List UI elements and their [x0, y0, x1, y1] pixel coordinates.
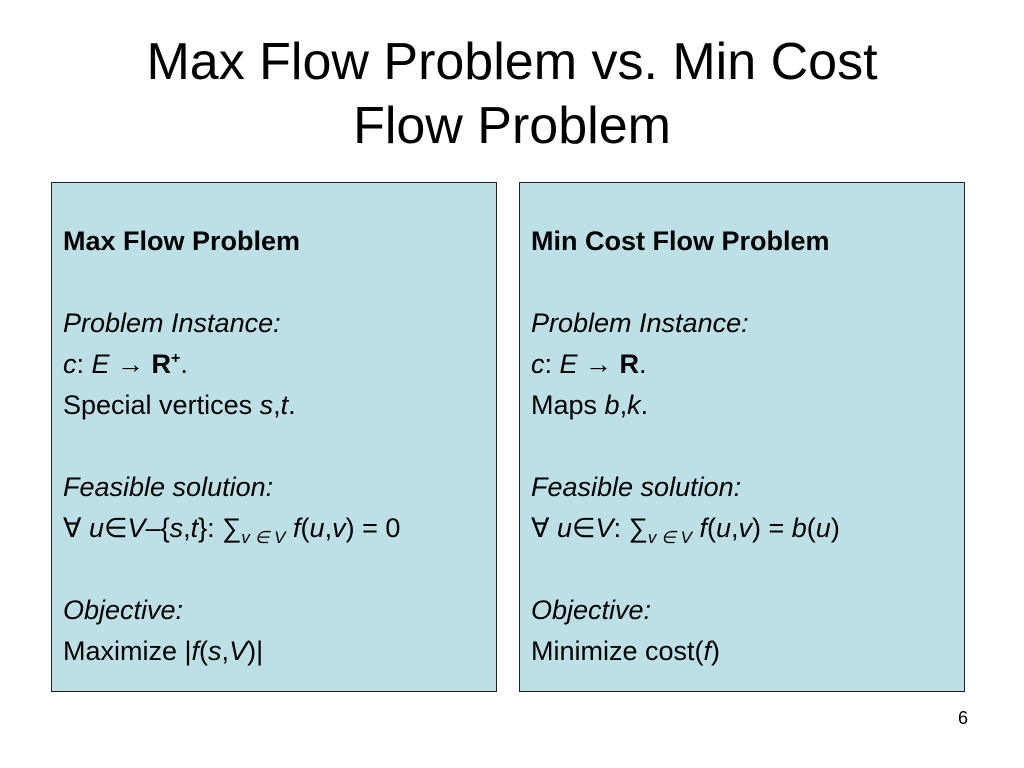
equation-rhs: ) = 0: [345, 513, 401, 543]
text-period: .: [640, 390, 649, 420]
set-minus: –{: [145, 513, 170, 543]
min-cost-heading: Min Cost Flow Problem: [531, 226, 830, 256]
min-cost-instance-label: Problem Instance:: [531, 308, 749, 338]
var-t: t: [190, 513, 199, 543]
set-close: }:: [198, 513, 223, 543]
paren-open: (: [806, 513, 816, 543]
var-v: v: [332, 513, 346, 543]
text-comma: ,: [324, 513, 333, 543]
element-of-symbol: ∈: [104, 513, 128, 543]
max-flow-objective-label: Objective:: [63, 595, 184, 625]
var-b: b: [791, 513, 807, 543]
min-cost-objective: Minimize cost(f): [531, 631, 964, 672]
max-flow-panel: Max Flow Problem Problem Instance: c: E …: [51, 182, 497, 692]
sum-subscript: v ∈ V: [241, 528, 286, 547]
max-flow-special-vertices: Special vertices s,t.: [63, 385, 496, 426]
var-f: f: [699, 513, 707, 543]
var-k: k: [627, 390, 641, 420]
spacer: [63, 262, 496, 303]
var-u: u: [88, 513, 105, 543]
text-period: .: [288, 390, 296, 420]
var-f: f: [191, 636, 200, 666]
spacer: [63, 426, 496, 467]
var-u: u: [815, 513, 831, 543]
min-cost-feasible-label: Feasible solution:: [531, 472, 742, 502]
var-E: E: [91, 349, 110, 379]
paren-open: (: [706, 513, 716, 543]
text-colon: :: [613, 513, 629, 543]
element-of-symbol: ∈: [572, 513, 596, 543]
text-colon: :: [544, 349, 560, 379]
arrow-symbol: →: [109, 349, 152, 379]
set-R: R: [619, 349, 640, 379]
max-flow-objective: Maximize |f(s,V)|: [63, 631, 496, 672]
sum-subscript: v ∈ V: [647, 528, 692, 547]
max-flow-feasible-label: Feasible solution:: [63, 472, 274, 502]
arrow-symbol: →: [577, 349, 620, 379]
var-v: v: [738, 513, 753, 543]
sum-symbol: ∑: [628, 513, 648, 543]
var-s: s: [259, 390, 274, 420]
var-t: t: [280, 390, 289, 420]
text-comma: ,: [183, 513, 191, 543]
slide-title: Max Flow Problem vs. Min Cost Flow Probl…: [0, 30, 1024, 158]
text-maximize: Maximize |: [63, 636, 192, 666]
max-flow-instance-label: Problem Instance:: [63, 308, 281, 338]
slide-title-line-2: Flow Problem: [353, 97, 671, 155]
slide-title-line-1: Max Flow Problem vs. Min Cost: [146, 33, 878, 91]
text-comma: ,: [221, 636, 230, 666]
paren-open: (: [199, 636, 209, 666]
text-comma: ,: [730, 513, 739, 543]
max-flow-heading: Max Flow Problem: [63, 226, 301, 256]
equals-sign: ) =: [752, 513, 792, 543]
min-cost-maps: Maps b,k.: [531, 385, 964, 426]
paren-close: )|: [247, 636, 264, 666]
text-period: .: [180, 349, 188, 379]
var-b: b: [604, 390, 620, 420]
max-flow-constraint: ∀ u∈V–{s,t}: ∑v ∈ V f(u,v) = 0: [63, 508, 496, 549]
var-u: u: [556, 513, 573, 543]
set-R: R: [151, 349, 172, 379]
spacer: [531, 549, 964, 590]
var-s: s: [169, 513, 184, 543]
var-u: u: [715, 513, 731, 543]
var-V: V: [595, 513, 614, 543]
var-V: V: [229, 636, 248, 666]
page-number: 6: [957, 708, 968, 728]
spacer: [531, 426, 964, 467]
text-comma: ,: [619, 390, 628, 420]
var-s: s: [208, 636, 222, 666]
min-cost-constraint: ∀ u∈V: ∑v ∈ V f(u,v) = b(u): [531, 508, 964, 549]
min-cost-flow-panel: Min Cost Flow Problem Problem Instance: …: [519, 182, 965, 692]
var-f: f: [703, 636, 712, 666]
text-comma: ,: [273, 390, 281, 420]
paren-close: ): [830, 513, 840, 543]
paren-close: ): [711, 636, 721, 666]
max-flow-capacity-line: c: E → R+.: [63, 344, 496, 385]
text-special: Special vertices: [63, 390, 260, 420]
var-E: E: [559, 349, 578, 379]
paren-open: (: [300, 513, 310, 543]
spacer: [63, 549, 496, 590]
text-space: [286, 513, 294, 543]
min-cost-objective-label: Objective:: [531, 595, 652, 625]
var-f: f: [293, 513, 301, 543]
sum-symbol: ∑: [222, 513, 242, 543]
text-colon: :: [76, 349, 92, 379]
var-c: c: [63, 349, 77, 379]
forall-symbol: ∀: [63, 513, 89, 543]
text-minimize: Minimize cost(: [531, 636, 704, 666]
text-period: .: [639, 349, 647, 379]
forall-symbol: ∀: [531, 513, 557, 543]
var-u: u: [309, 513, 325, 543]
min-cost-cost-line: c: E → R.: [531, 344, 964, 385]
text-maps: Maps: [531, 390, 605, 420]
spacer: [531, 262, 964, 303]
superscript-plus: +: [171, 350, 181, 367]
var-V: V: [127, 513, 146, 543]
var-c: c: [531, 349, 545, 379]
